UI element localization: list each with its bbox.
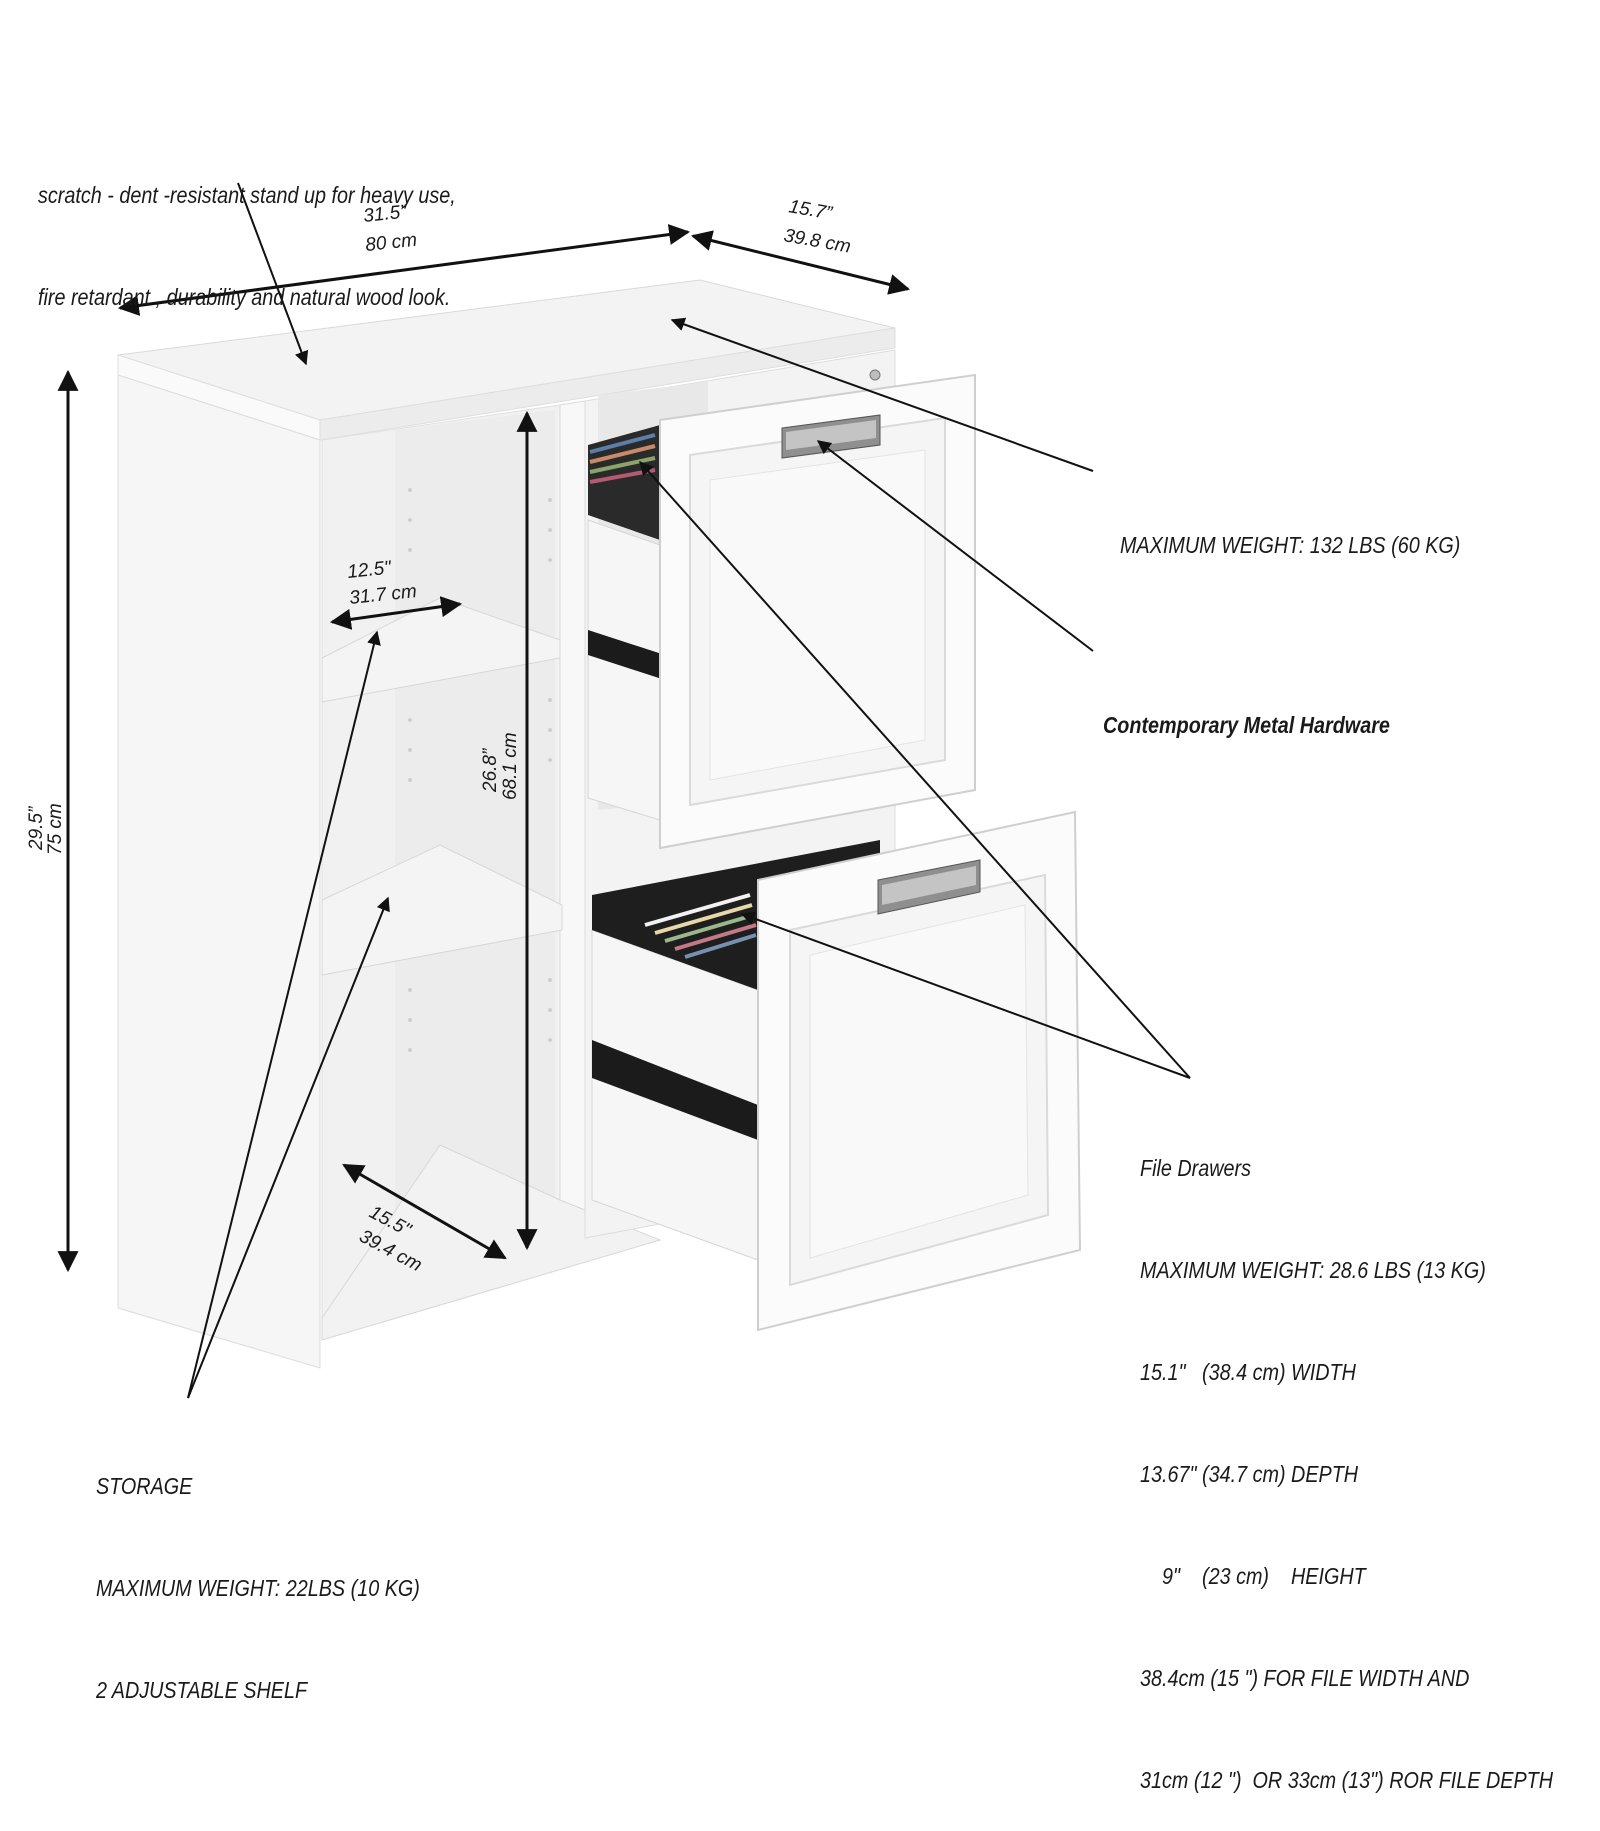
shelf-pin-holes bbox=[408, 488, 552, 1052]
file-drawer-leader-upper bbox=[639, 460, 1191, 1079]
finish-callout-line: fire retardant , durability and natural … bbox=[38, 284, 451, 310]
cabinet-diagram: 31.5” 80 cm 15.7” 39.8 cm 29.5” 75 cm 26… bbox=[26, 182, 1191, 1399]
top-weight-text: MAXIMUM WEIGHT: 132 LBS (60 KG) bbox=[1120, 532, 1461, 558]
shelf-depth-arrow bbox=[342, 1163, 507, 1260]
upper-drawer-handle bbox=[781, 414, 881, 459]
storage-line: 2 ADJUSTABLE SHELF bbox=[96, 1677, 308, 1703]
interior-height-imperial: 26.8” bbox=[480, 747, 501, 793]
lower-drawer-folders bbox=[644, 893, 757, 959]
leader-lines bbox=[187, 182, 1191, 1399]
file-drawers-line: 31cm (12 ") OR 33cm (13") ROR FILE DEPTH bbox=[1140, 1767, 1554, 1793]
overall-width-imperial: 31.5” bbox=[362, 201, 409, 227]
finish-callout: scratch - dent -resistant stand up for h… bbox=[38, 110, 456, 348]
lower-drawer-handle bbox=[877, 859, 981, 915]
overall-height-imperial: 29.5” bbox=[26, 805, 47, 851]
storage-leader-lower bbox=[187, 896, 390, 1399]
storage-callout: STORAGE MAXIMUM WEIGHT: 22LBS (10 KG) 2 … bbox=[96, 1401, 420, 1741]
hardware-callout: Contemporary Metal Hardware bbox=[1103, 640, 1390, 776]
hardware-leader bbox=[816, 440, 1094, 652]
file-drawer-leader-lower bbox=[740, 911, 1191, 1079]
upper-drawer-rail bbox=[588, 630, 665, 680]
overall-depth-imperial: 15.7” bbox=[787, 196, 835, 224]
top-weight-callout: MAXIMUM WEIGHT: 132 LBS (60 KG) bbox=[1120, 460, 1460, 596]
center-divider bbox=[559, 400, 586, 1239]
cabinet-left-side bbox=[117, 374, 321, 1369]
hardware-text: Contemporary Metal Hardware bbox=[1103, 712, 1390, 738]
file-drawers-line: 13.67" (34.7 cm) DEPTH bbox=[1140, 1461, 1359, 1487]
file-drawers-line: File Drawers bbox=[1140, 1155, 1252, 1181]
overall-depth-metric: 39.8 cm bbox=[782, 225, 852, 257]
storage-back-wall bbox=[395, 410, 555, 1240]
overall-width-arrow bbox=[117, 224, 691, 316]
overall-depth-arrow bbox=[690, 230, 911, 295]
overall-height-metric: 75 cm bbox=[45, 803, 66, 855]
file-drawers-callout: File Drawers MAXIMUM WEIGHT: 28.6 LBS (1… bbox=[1140, 1083, 1553, 1831]
storage-line: MAXIMUM WEIGHT: 22LBS (10 KG) bbox=[96, 1575, 420, 1601]
top-weight-leader bbox=[670, 317, 1094, 472]
cabinet-top-right-edge bbox=[319, 327, 896, 441]
shelf-width-arrow bbox=[329, 596, 463, 630]
file-drawers-line: 15.1" (38.4 cm) WIDTH bbox=[1140, 1359, 1356, 1385]
lower-file-drawer bbox=[591, 810, 1082, 1332]
finish-callout-line: scratch - dent -resistant stand up for h… bbox=[38, 182, 456, 208]
lower-drawer-inset bbox=[809, 904, 1029, 1259]
upper-file-drawer bbox=[587, 373, 976, 850]
dimension-lines bbox=[57, 224, 911, 1273]
file-drawers-line: 38.4cm (15 ") FOR FILE WIDTH AND bbox=[1140, 1665, 1470, 1691]
storage-line: STORAGE bbox=[96, 1473, 193, 1499]
cabinet-illustration bbox=[117, 279, 1082, 1369]
storage-leader-upper bbox=[187, 630, 381, 1399]
adjustable-shelf-lower bbox=[321, 844, 563, 976]
lock-icon bbox=[869, 369, 881, 381]
shelf-width-imperial: 12.5" bbox=[346, 557, 393, 583]
interior-height-metric: 68.1 cm bbox=[500, 732, 521, 800]
file-drawers-line: MAXIMUM WEIGHT: 28.6 LBS (13 KG) bbox=[1140, 1257, 1486, 1283]
lower-drawer-rail bbox=[592, 1040, 758, 1140]
upper-drawer-inset bbox=[709, 449, 926, 781]
finish-leader bbox=[237, 182, 309, 366]
upper-drawer-files bbox=[588, 425, 660, 540]
file-drawers-line: 9" (23 cm) HEIGHT bbox=[1140, 1563, 1366, 1589]
